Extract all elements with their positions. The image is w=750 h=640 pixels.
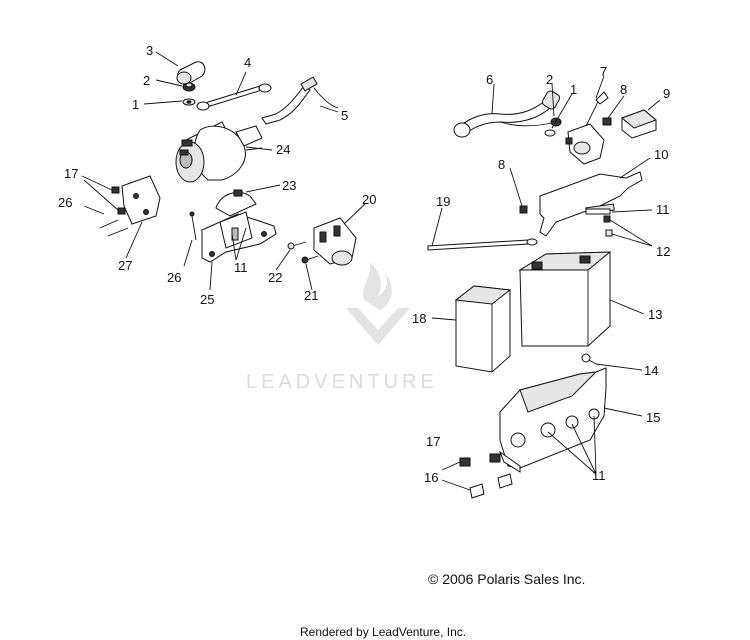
part-4-cable xyxy=(196,83,272,111)
part-1-washer-right xyxy=(544,129,556,137)
part-13-battery xyxy=(518,251,612,347)
part-22-screw xyxy=(287,241,307,250)
watermark-text: LEADVENTURE xyxy=(246,371,438,393)
callout-20: 20 xyxy=(362,192,376,207)
callout-26: 26 xyxy=(58,195,72,210)
callout-8: 8 xyxy=(620,82,627,97)
callout-2: 2 xyxy=(143,73,150,88)
callout-3: 3 xyxy=(146,43,153,58)
part-8-nut-upper xyxy=(602,117,612,126)
part-20-solenoid xyxy=(313,217,357,266)
callout-15: 15 xyxy=(646,410,660,425)
part-24-starter-motor xyxy=(175,121,263,183)
part-5-cable xyxy=(261,76,339,125)
callout-18: 18 xyxy=(412,311,426,326)
part-25-bracket xyxy=(201,211,277,263)
callout-16: 16 xyxy=(424,470,438,485)
callout-22: 22 xyxy=(268,270,282,285)
part-19-cable xyxy=(427,238,538,251)
part-15-battery-box xyxy=(498,367,607,473)
callout-25: 25 xyxy=(200,292,214,307)
part-23-clamp xyxy=(215,189,257,217)
part-16-bolt xyxy=(469,473,513,499)
callout-14: 14 xyxy=(644,363,658,378)
part-6-cable xyxy=(453,90,561,138)
leader-lines xyxy=(81,51,661,491)
callout-21: 21 xyxy=(304,288,318,303)
footer-rendered-by: Rendered by LeadVenture, Inc. xyxy=(300,625,466,639)
callout-17-right: 17 xyxy=(426,434,440,449)
callout-17: 17 xyxy=(64,166,78,181)
callout-10: 10 xyxy=(654,147,668,162)
part-26-bolt-left xyxy=(99,219,129,237)
part-17-nut-left xyxy=(111,186,126,215)
part-2-nut xyxy=(182,82,196,92)
callout-24: 24 xyxy=(276,142,290,157)
part-21-screw xyxy=(301,255,319,264)
callout-5: 5 xyxy=(341,108,348,123)
part-1-washer xyxy=(182,98,196,106)
callout-11-lower: 11 xyxy=(592,468,606,483)
callout-labels: 3 2 1 4 5 24 17 26 27 23 26 11 25 20 22 … xyxy=(58,43,670,485)
watermark: LEADVENTURE xyxy=(246,262,438,393)
part-14-screw xyxy=(581,353,597,365)
callout-26-mid: 26 xyxy=(167,270,181,285)
callout-1: 1 xyxy=(132,97,139,112)
callout-11-right: 11 xyxy=(656,202,670,217)
part-17-nut-right xyxy=(459,453,501,467)
callout-1-right: 1 xyxy=(570,82,577,97)
callout-8-lower: 8 xyxy=(498,157,505,172)
callout-13: 13 xyxy=(648,307,662,322)
part-10-bracket xyxy=(539,171,643,237)
callout-2-right: 2 xyxy=(546,72,553,87)
part-7-solenoid xyxy=(565,91,609,165)
callout-9: 9 xyxy=(663,86,670,101)
callout-27: 27 xyxy=(118,258,132,273)
callout-6: 6 xyxy=(486,72,493,87)
callout-11: 11 xyxy=(234,260,248,275)
callout-4: 4 xyxy=(244,55,251,70)
part-12-fasteners xyxy=(603,215,613,237)
part-11-nut-right xyxy=(585,208,611,215)
callout-19: 19 xyxy=(436,194,450,209)
part-8-nut-lower xyxy=(519,205,528,214)
part-3-boot xyxy=(176,61,206,85)
callout-12: 12 xyxy=(656,244,670,259)
part-27-bracket xyxy=(121,175,161,225)
part-9-relay xyxy=(621,109,657,139)
copyright-text: © 2006 Polaris Sales Inc. xyxy=(428,571,585,587)
callout-23: 23 xyxy=(282,178,296,193)
part-18-pad xyxy=(454,285,512,373)
callout-7: 7 xyxy=(600,64,607,79)
part-26-bolt-mid xyxy=(189,211,197,241)
